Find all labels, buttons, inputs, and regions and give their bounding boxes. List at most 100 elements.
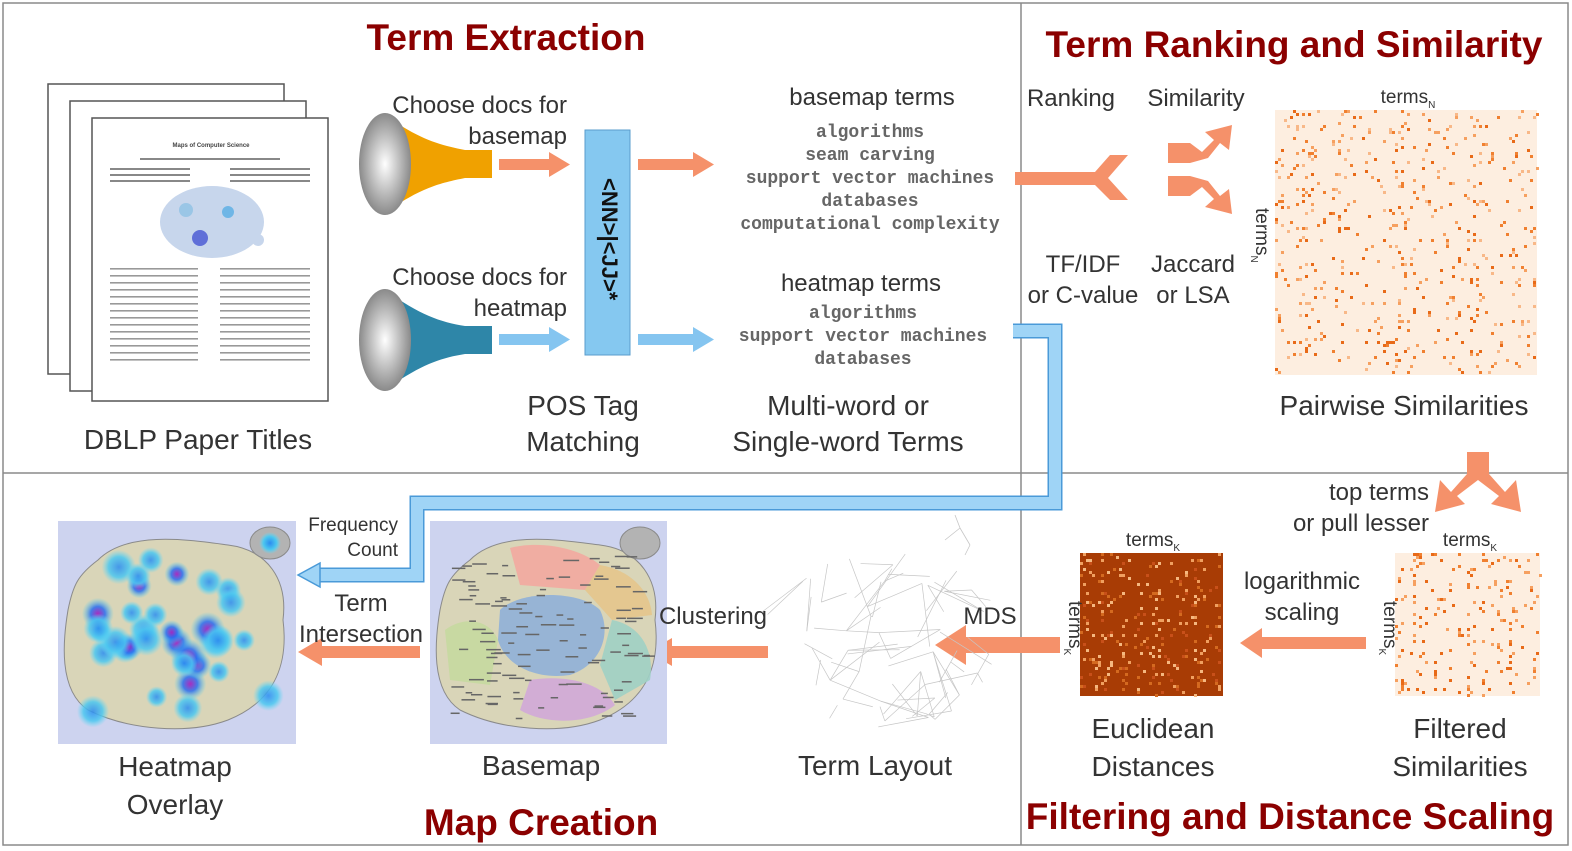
matrix-cell [1428, 200, 1431, 203]
matrix-cell [1434, 131, 1437, 134]
matrix-cell [1185, 655, 1188, 658]
layout-edge [927, 584, 984, 612]
matrix-cell [1278, 320, 1281, 323]
matrix-cell [1512, 248, 1515, 251]
basemap-term-label [502, 674, 517, 677]
matrix-cell [1305, 338, 1308, 341]
matrix-cell [1509, 559, 1512, 562]
matrix-cell [1197, 580, 1200, 583]
matrix-cell [1353, 200, 1356, 203]
matrix-cell [1365, 170, 1368, 173]
matrix-cell [1419, 281, 1422, 284]
matrix-cell [1491, 628, 1494, 631]
matrix-cell [1401, 146, 1404, 149]
matrix-cell [1425, 580, 1428, 583]
matrix-cell [1518, 335, 1521, 338]
matrix-cell [1332, 143, 1335, 146]
matrix-cell [1338, 149, 1341, 152]
layout-edge [917, 580, 947, 638]
matrix-cell [1506, 200, 1509, 203]
matrix-cell [1422, 113, 1425, 116]
matrix-cell [1458, 227, 1461, 230]
matrix-cell [1275, 239, 1278, 242]
matrix-cell [1143, 670, 1146, 673]
matrix-cell [1341, 266, 1344, 269]
matrix-cell [1533, 284, 1536, 287]
caption-dblp-paper-titles: DBLP Paper Titles [83, 424, 313, 455]
matrix-cell [1401, 185, 1404, 188]
matrix-cell [1302, 164, 1305, 167]
matrix-cell [1140, 643, 1143, 646]
matrix-cell [1497, 643, 1500, 646]
matrix-cell [1401, 622, 1404, 625]
matrix-cell [1101, 580, 1104, 583]
basemap-term-label [535, 615, 543, 618]
matrix-cell [1203, 598, 1206, 601]
matrix-cell [1413, 248, 1416, 251]
matrix-cell [1470, 574, 1473, 577]
matrix-cell [1398, 185, 1401, 188]
matrix-cell [1341, 272, 1344, 275]
matrix-cell [1515, 281, 1518, 284]
matrix-cell [1101, 592, 1104, 595]
matrix-cell [1527, 149, 1530, 152]
matrix-cell [1521, 646, 1524, 649]
matrix-cell [1170, 679, 1173, 682]
matrix-cell [1461, 634, 1464, 637]
matrix-cell [1356, 233, 1359, 236]
matrix-cell [1122, 625, 1125, 628]
paper-text-line [110, 331, 198, 333]
matrix-cell [1158, 628, 1161, 631]
matrix-cell [1509, 254, 1512, 257]
matrix-cell [1083, 553, 1086, 556]
layout-edge [939, 650, 958, 683]
matrix-cell [1479, 239, 1482, 242]
matrix-cell [1398, 314, 1401, 317]
heat-spot [137, 547, 164, 573]
matrix-cell [1140, 652, 1143, 655]
pairwise-matrix-top-label: termsN [1380, 87, 1436, 111]
matrix-cell [1314, 338, 1317, 341]
basemap-term-label [516, 603, 527, 605]
matrix-cell [1506, 580, 1509, 583]
basemap-terms-title: basemap terms [789, 84, 955, 111]
basemap-term-label [601, 715, 613, 717]
heat-spot [173, 693, 203, 723]
matrix-cell [1308, 113, 1311, 116]
basemap-term-label [631, 607, 643, 610]
matrix-cell [1194, 658, 1197, 661]
matrix-cell [1413, 146, 1416, 149]
matrix-cell [1416, 670, 1419, 673]
matrix-cell [1125, 667, 1128, 670]
matrix-cell [1422, 167, 1425, 170]
matrix-cell [1155, 607, 1158, 610]
matrix-cell [1479, 293, 1482, 296]
arrow-euclidean-to-layout [935, 625, 1060, 665]
matrix-cell [1167, 673, 1170, 676]
matrix-cell [1149, 565, 1152, 568]
matrix-cell [1443, 598, 1446, 601]
ranking-label: Ranking [1026, 85, 1116, 112]
matrix-cell [1530, 206, 1533, 209]
matrix-cell [1116, 670, 1119, 673]
matrix-cell [1485, 311, 1488, 314]
matrix-cell [1320, 338, 1323, 341]
matrix-cell [1140, 592, 1143, 595]
matrix-cell [1107, 604, 1110, 607]
matrix-cell [1383, 290, 1386, 293]
matrix-cell [1200, 661, 1203, 664]
basemap-term-label [491, 605, 508, 607]
matrix-cell [1413, 622, 1416, 625]
layout-edge [829, 679, 881, 702]
matrix-cell [1533, 658, 1536, 661]
matrix-cell [1410, 263, 1413, 266]
matrix-cell [1293, 110, 1296, 113]
matrix-cell [1278, 371, 1281, 374]
layout-edge [897, 697, 935, 701]
matrix-cell [1101, 574, 1104, 577]
basemap-term-label [502, 564, 509, 567]
matrix-cell [1215, 625, 1218, 628]
matrix-cell [1368, 131, 1371, 134]
matrix-cell [1371, 176, 1374, 179]
